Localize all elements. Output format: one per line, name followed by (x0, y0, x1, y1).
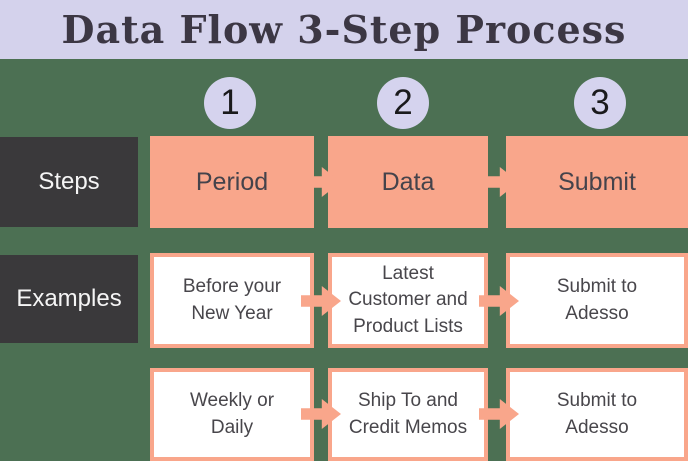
example-box-row2-period-text: Weekly or Daily (189, 390, 275, 438)
step-box-data: Data (328, 136, 488, 228)
page-title: Data Flow 3-Step Process (61, 7, 627, 52)
step-number-2: 2 (393, 83, 413, 122)
example-box-row1-period: Before your New Year (150, 253, 314, 348)
step-box-data-label: Data (381, 167, 435, 196)
row-label-examples: Examples (0, 255, 138, 343)
step-number-badge-3: 3 (574, 77, 626, 129)
example-box-row1-submit: Submit to Adesso (506, 253, 688, 348)
row-label-examples-text: Examples (16, 285, 122, 312)
row-label-steps: Steps (0, 137, 138, 227)
example-box-row1-submit-text: Submit to Adesso (556, 276, 638, 324)
example-box-row2-data: Ship To and Credit Memos (328, 368, 488, 461)
step-number-badge-1: 1 (204, 77, 256, 129)
example-box-row2-data-text: Ship To and Credit Memos (348, 390, 468, 438)
title-bar: Data Flow 3-Step Process (0, 0, 688, 59)
example-box-row2-submit-text: Submit to Adesso (556, 390, 638, 438)
example-box-row1-data-text: Latest Customer and Product Lists (348, 263, 468, 337)
step-box-period-label: Period (195, 167, 269, 196)
example-box-row2-period: Weekly or Daily (150, 368, 314, 461)
example-box-row2-submit: Submit to Adesso (506, 368, 688, 461)
step-number-3: 3 (590, 83, 610, 122)
step-box-period: Period (150, 136, 314, 228)
step-number-1: 1 (220, 83, 240, 122)
example-box-row1-data: Latest Customer and Product Lists (328, 253, 488, 348)
example-box-row1-period-text: Before your New Year (182, 276, 282, 324)
row-label-steps-text: Steps (38, 168, 100, 195)
step-box-submit-label: Submit (558, 167, 636, 196)
step-number-badge-2: 2 (377, 77, 429, 129)
step-box-submit: Submit (506, 136, 688, 228)
